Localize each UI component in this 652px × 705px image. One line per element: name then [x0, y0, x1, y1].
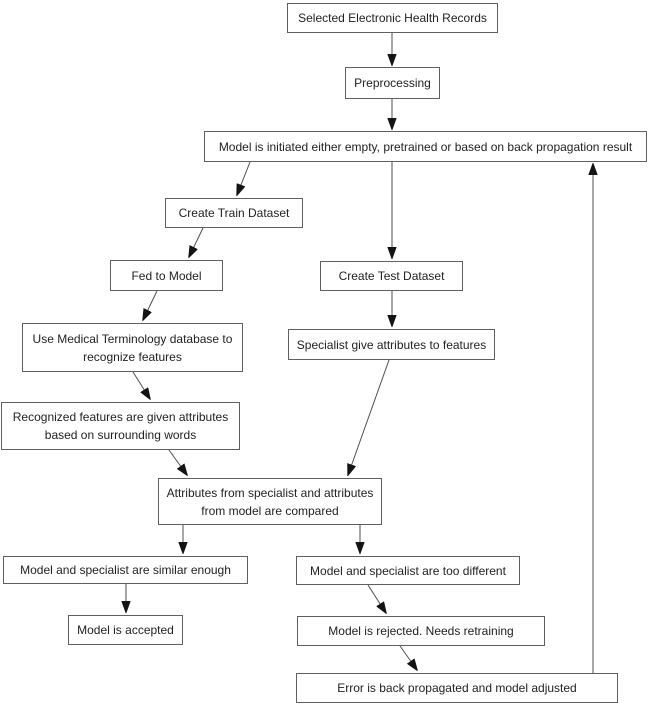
node-model-init: Model is initiated either empty, pretrai…: [204, 131, 647, 162]
node-selected-ehr: Selected Electronic Health Records: [287, 3, 498, 33]
node-model-accepted: Model is accepted: [68, 615, 183, 645]
node-fed-to-model: Fed to Model: [110, 260, 223, 291]
arrow-createtrain-to-fedtomodel: [189, 227, 204, 257]
node-specialist-attrs: Specialist give attributes to features: [288, 329, 495, 360]
node-error-backprop: Error is back propagated and model adjus…: [296, 673, 618, 703]
node-create-test: Create Test Dataset: [320, 261, 463, 291]
node-preprocessing: Preprocessing: [345, 67, 440, 99]
arrow-medicaldb-to-recognized: [132, 371, 150, 399]
node-compare: Attributes from specialist and attribute…: [158, 478, 382, 525]
arrow-modelinit-to-createtrain: [237, 161, 251, 195]
node-create-train: Create Train Dataset: [165, 198, 303, 228]
node-too-different: Model and specialist are too different: [296, 556, 520, 585]
node-use-medical-db: Use Medical Terminology database to reco…: [22, 323, 243, 372]
arrow-different-to-rejected: [367, 584, 386, 613]
arrow-specialist-to-compare: [348, 359, 390, 475]
arrow-rejected-to-error: [399, 645, 417, 670]
node-similar-enough: Model and specialist are similar enough: [3, 556, 248, 584]
node-model-rejected: Model is rejected. Needs retraining: [297, 616, 545, 646]
arrow-recognized-to-compare: [168, 449, 187, 475]
node-recognized-features: Recognized features are given attributes…: [1, 402, 240, 450]
arrow-fedtomodel-to-medicaldb: [143, 290, 158, 320]
